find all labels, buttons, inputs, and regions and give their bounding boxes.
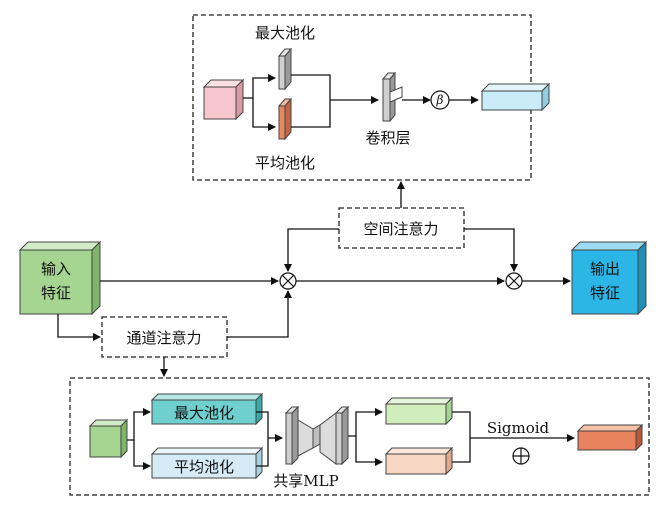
output-label-line2: 特征 xyxy=(590,284,620,302)
input-label-line2: 特征 xyxy=(41,284,71,302)
beta-symbol: β xyxy=(436,93,444,107)
channel-merge-bracket xyxy=(256,411,269,467)
channel-max-pool-bar xyxy=(150,392,264,426)
spatial-attention-label: 空间注意力 xyxy=(363,220,438,238)
shared-mlp-label: 共享MLP xyxy=(273,472,338,490)
channel-to-multiply1-arrow xyxy=(227,290,292,338)
spatial-merge-bracket xyxy=(291,74,331,128)
mlp-output-max-bar xyxy=(384,396,454,426)
channel-attention-label: 通道注意力 xyxy=(126,329,201,347)
conv-layer-block xyxy=(381,71,403,123)
spatial-avg-pool-label: 平均池化 xyxy=(255,154,315,172)
mlp-split-arrow-top xyxy=(348,408,383,437)
channel-avg-pool-label: 平均池化 xyxy=(174,458,234,476)
channel-split-arrow-bottom xyxy=(133,440,151,470)
input-feature-cube xyxy=(18,240,102,316)
input-to-channel-arrow xyxy=(57,314,101,341)
mlp-output-avg-bar xyxy=(384,446,454,476)
shared-mlp-block xyxy=(284,405,350,466)
multiply-node-2 xyxy=(505,272,523,290)
spatial-max-pool-label: 最大池化 xyxy=(255,24,315,42)
channel-output-bar xyxy=(576,423,644,452)
spatial-to-multiply1-arrow xyxy=(284,228,339,272)
spatial-split-arrow-top xyxy=(243,74,276,99)
sigmoid-label: Sigmoid xyxy=(487,419,550,437)
mlp-split-arrow-bottom xyxy=(355,436,383,466)
spatial-avg-pool-slab xyxy=(277,97,293,141)
spatial-attention-box xyxy=(338,207,465,249)
spatial-to-multiply2-arrow xyxy=(464,228,518,272)
add-node xyxy=(512,447,530,465)
channel-max-pool-label: 最大池化 xyxy=(174,404,234,422)
spatial-split-arrow-bottom xyxy=(252,98,276,131)
spatial-input-cube xyxy=(202,78,245,121)
output-label-line1: 输出 xyxy=(590,260,620,278)
channel-input-cube xyxy=(88,418,129,459)
conv-layer-label: 卷积层 xyxy=(365,129,410,147)
spatial-max-pool-slab xyxy=(277,47,293,91)
sigmoid-merge-bracket xyxy=(452,411,471,463)
channel-avg-pool-bar xyxy=(150,446,264,480)
output-feature-cube xyxy=(570,240,648,316)
channel-split-arrow-top xyxy=(127,408,151,441)
input-label-line1: 输入 xyxy=(41,260,71,278)
spatial-output-bar xyxy=(480,82,551,112)
multiply-node-1 xyxy=(279,272,297,290)
channel-attention-module-frame xyxy=(69,377,650,496)
